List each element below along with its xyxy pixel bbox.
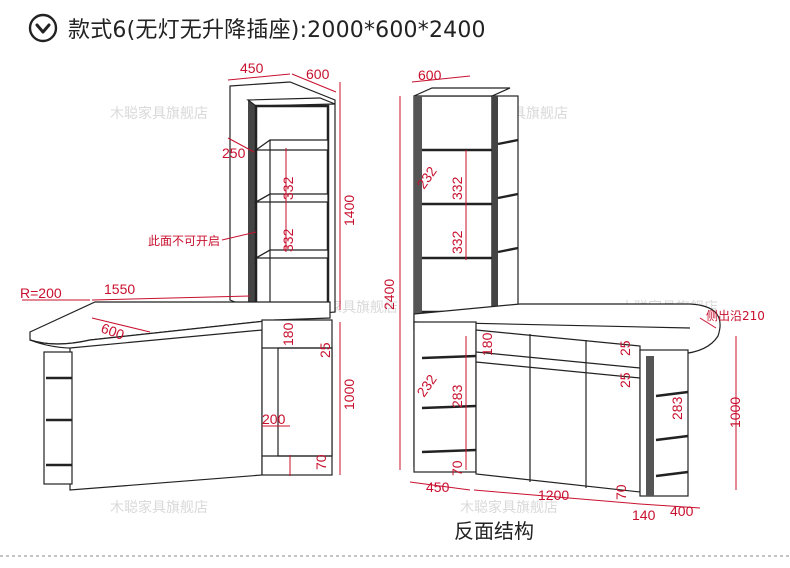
dim-label: 1550: [104, 281, 135, 297]
dim-line: [91, 317, 151, 333]
shelf: [497, 138, 519, 146]
watermark: 木聪家具旗舰店: [460, 499, 558, 516]
shelf: [655, 434, 689, 442]
dim-label: 283: [669, 396, 685, 420]
dim-label: 600: [99, 320, 127, 343]
side-column-edge: [646, 356, 654, 496]
shelf: [253, 249, 329, 259]
note-side-extension: 侧出沿210: [706, 309, 765, 323]
dim-label: 1000: [727, 397, 743, 428]
tower-top: [413, 87, 511, 97]
drawer-line: [475, 361, 641, 379]
shelf: [253, 193, 329, 203]
caption: 反面结构: [454, 519, 534, 543]
dim-label: 25: [617, 340, 633, 356]
dim-label: 25: [617, 372, 633, 388]
note-no-open: 此面不可开启: [148, 234, 220, 248]
shelf: [497, 192, 519, 200]
shelf: [655, 470, 689, 478]
dim-label: 332: [449, 176, 465, 200]
dim-line: [227, 137, 255, 153]
dim-label: 70: [313, 454, 329, 470]
tower-side-edge: [492, 96, 498, 318]
shelf: [655, 390, 689, 398]
dim-label: 283: [449, 384, 465, 408]
drawer-line: [475, 351, 641, 369]
dim-line: [291, 73, 337, 93]
dim-label: 332: [449, 230, 465, 254]
dim-label: 600: [418, 67, 442, 83]
dim-label: 200: [262, 411, 286, 427]
dim-line: [639, 503, 701, 509]
lower-cabinet-door: [277, 347, 333, 457]
page-title: 款式6(无灯无升降插座):2000*600*2400: [68, 18, 486, 43]
dim-label: 1400: [341, 195, 357, 226]
dim-label: 140: [632, 507, 656, 523]
dim-label: 600: [306, 66, 330, 82]
side-shelf-column: [43, 351, 73, 485]
shelf: [253, 139, 329, 151]
note-leader: [221, 231, 257, 241]
watermark: 木聪家具旗舰店: [110, 499, 208, 516]
dim-line: [91, 295, 251, 301]
chevron-down-circle-icon: [28, 13, 58, 43]
upper-cabinet-side: [248, 100, 256, 315]
dim-label: 25: [317, 342, 333, 358]
upper-cabinet-top: [246, 97, 336, 107]
left-view: 450 600 250 332 332 1400 此面不可开启 R=200 15…: [20, 60, 357, 491]
dim-line: [473, 489, 641, 505]
shelf: [421, 404, 477, 410]
shelf: [497, 246, 519, 254]
dim-label: 250: [222, 145, 246, 161]
tower-left-edge: [414, 96, 422, 466]
dim-line: [227, 73, 291, 81]
dim-label: R=200: [20, 285, 62, 301]
dim-line: [411, 75, 471, 83]
right-view: 600 2400 232 332 332 180 25 25 232 283 7…: [381, 67, 765, 543]
dim-label: 180: [479, 332, 495, 356]
shelf: [421, 448, 477, 454]
dim-label: 332: [280, 176, 296, 200]
dim-label: 70: [449, 460, 465, 476]
dim-label: 70: [613, 484, 629, 500]
dim-label: 180: [280, 322, 296, 346]
dim-label: 1200: [538, 487, 569, 503]
dim-label: 1000: [341, 379, 357, 410]
dim-label: 332: [280, 228, 296, 252]
dim-label: 450: [426, 479, 450, 495]
watermark: 木聪家具旗舰店: [110, 105, 208, 122]
shelf: [421, 354, 477, 360]
bar-body: [69, 329, 263, 491]
dim-line: [409, 481, 471, 491]
dim-label: 2400: [381, 279, 397, 310]
header: 款式6(无灯无升降插座):2000*600*2400: [28, 8, 486, 48]
dim-label: 400: [670, 503, 694, 519]
dim-label: 450: [240, 60, 264, 76]
note-leader: [699, 317, 717, 329]
